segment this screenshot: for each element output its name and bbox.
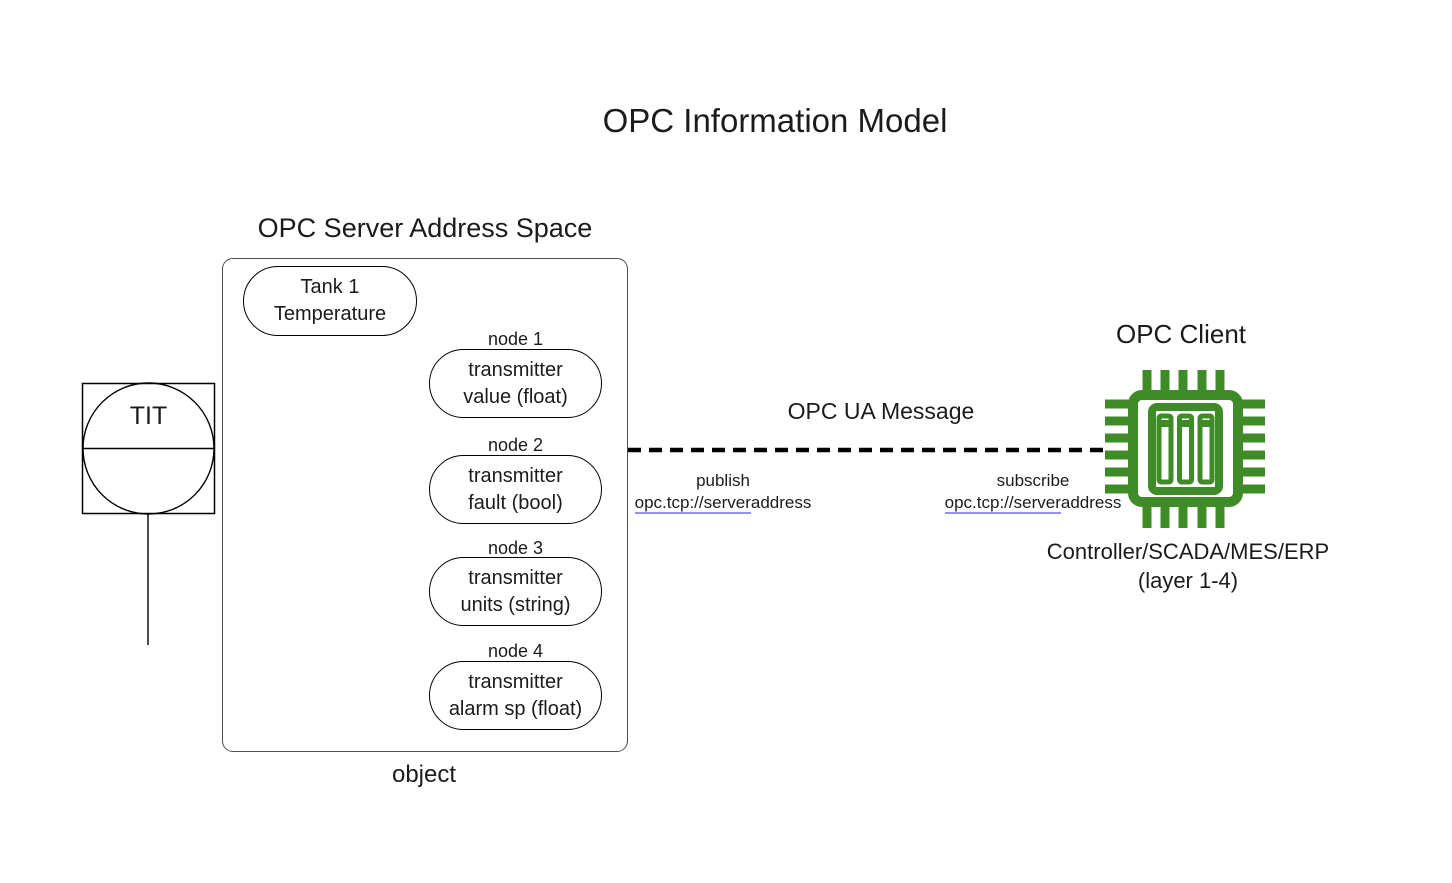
opc-client-heading: OPC Client [1115,319,1247,349]
tit-instrument-symbol [81,382,216,645]
tank-node-line2: Temperature [273,303,387,325]
node1-line2: value (float) [463,385,568,408]
node1-oval: transmitter value (float) [429,349,602,418]
subscribe-address-link[interactable]: opc.tcp://server [944,493,1061,514]
server-address-space-heading: OPC Server Address Space [257,213,593,243]
tit-tag-label: TIT [129,402,168,430]
node2-label: node 2 [487,435,544,455]
node4-line2: alarm sp (float) [448,697,583,720]
node4-oval: transmitter alarm sp (float) [429,661,602,730]
chip-icon [1105,370,1265,528]
opc-ua-message-label: OPC UA Message [787,398,975,424]
publish-address: opc.tcp://serveraddress [598,493,848,514]
subscribe-address: opc.tcp://serveraddress [908,493,1158,514]
node3-line2: units (string) [460,593,571,616]
node4-line1: transmitter [468,670,563,693]
node3-label: node 3 [487,538,544,558]
tank-node-line1: Tank 1 [300,276,360,298]
client-caption: Controller/SCADA/MES/ERP (layer 1-4) [1018,537,1358,595]
node3-oval: transmitter units (string) [429,557,602,626]
subscribe-address-rest: address [1060,493,1122,512]
node4-label: node 4 [487,641,544,661]
object-caption: object [391,761,457,788]
node2-line2: fault (bool) [468,491,563,514]
publish-label: publish [696,471,750,490]
node1-line1: transmitter [468,358,563,381]
page-title: OPC Information Model [602,102,948,139]
node1-label: node 1 [487,329,544,349]
node2-oval: transmitter fault (bool) [429,455,602,524]
publish-address-link[interactable]: opc.tcp://server [634,493,751,514]
client-caption-line2: (layer 1-4) [1137,568,1239,593]
tank-temperature-node: Tank 1 Temperature [243,266,417,336]
node3-line1: transmitter [468,566,563,589]
node2-line1: transmitter [468,464,563,487]
client-caption-line1: Controller/SCADA/MES/ERP [1046,539,1330,564]
subscribe-label: subscribe [996,471,1070,490]
publish-address-rest: address [750,493,812,512]
